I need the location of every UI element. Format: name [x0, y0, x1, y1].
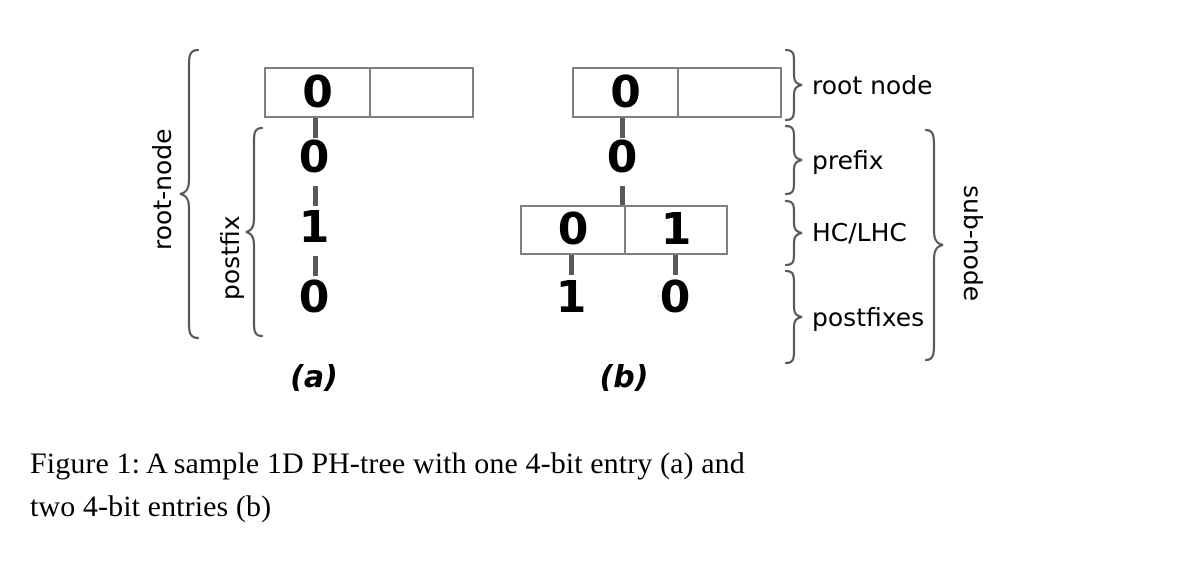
hc-lhc-node-box-b: 0 1	[520, 205, 728, 255]
connector-b-1	[620, 118, 625, 138]
postfix-bit-b-1: 0	[659, 272, 691, 323]
root-node-box-a: 0	[264, 67, 474, 118]
label-postfix-a: postfix	[216, 215, 245, 300]
postfix-bit-a-2: 0	[298, 272, 330, 323]
hc-lhc-cell-1-b: 1	[624, 207, 726, 253]
postfix-bit-a-1: 1	[298, 202, 330, 253]
brace-sub-node-b	[922, 128, 946, 362]
panel-label-a: (a)	[290, 360, 338, 395]
prefix-bit-b: 0	[606, 132, 638, 183]
connector-b-4	[673, 255, 678, 275]
brace-prefix-b	[782, 124, 804, 196]
label-hc-lhc-b: HC/LHC	[812, 218, 907, 247]
brace-postfixes-b	[782, 269, 804, 365]
connector-a-1	[313, 118, 318, 138]
brace-root-node-a	[178, 48, 202, 340]
connector-b-2	[620, 186, 625, 206]
figure-caption: Figure 1: A sample 1D PH-tree with one 4…	[30, 443, 1140, 528]
root-node-cell-1-a	[369, 69, 472, 116]
root-node-cell-1-b	[677, 69, 780, 116]
root-node-cell-0-b: 0	[610, 66, 641, 118]
panel-label-b: (b)	[599, 360, 649, 395]
hc-lhc-cell-0-b: 0	[557, 204, 589, 255]
label-postfixes-b: postfixes	[812, 303, 925, 332]
brace-postfix-a	[244, 126, 266, 340]
caption-line-1: Figure 1: A sample 1D PH-tree with one 4…	[30, 447, 745, 480]
brace-hc-lhc-b	[782, 199, 804, 267]
root-node-box-b: 0	[572, 67, 782, 118]
label-root-node-a: root-node	[148, 128, 177, 250]
postfix-bit-b-0: 1	[555, 272, 587, 323]
brace-root-node-b	[782, 48, 804, 122]
label-prefix-b: prefix	[812, 146, 884, 175]
caption-line-2: two 4-bit entries (b)	[30, 489, 272, 523]
connector-b-3	[569, 255, 574, 275]
connector-a-3	[313, 256, 318, 276]
connector-a-2	[313, 186, 318, 206]
root-node-cell-0-a: 0	[302, 66, 333, 118]
label-root-node-b: root node	[812, 71, 933, 100]
postfix-bit-a-0: 0	[298, 132, 330, 183]
label-sub-node-b: sub-node	[958, 185, 987, 302]
